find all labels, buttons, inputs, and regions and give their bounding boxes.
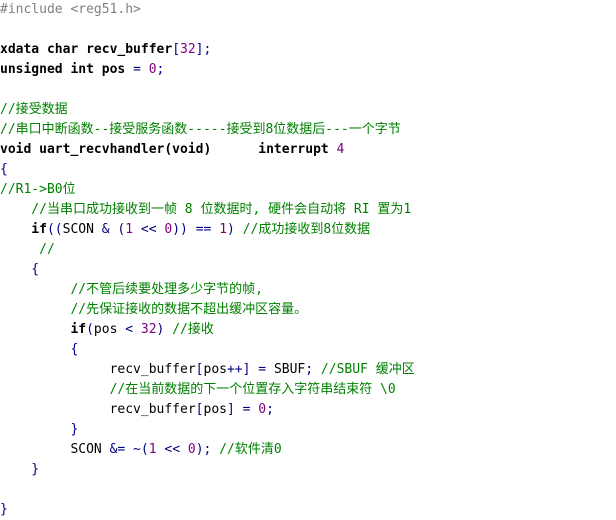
code-token: ; xyxy=(266,402,274,417)
code-token: ) xyxy=(227,222,243,237)
code-token: recv_buffer xyxy=(0,362,196,377)
code-token: //接受数据 xyxy=(0,102,68,117)
code-line: if((SCON & (1 << 0)) == 1) //成功接收到8位数据 xyxy=(0,220,370,240)
code-token: { xyxy=(0,162,8,177)
code-token: 0 xyxy=(148,62,157,77)
code-token: 4 xyxy=(336,142,345,157)
code-token: #include <reg51.h> xyxy=(0,2,141,17)
code-line: //接受数据 xyxy=(0,100,68,120)
code-token: ( xyxy=(86,322,94,337)
code-token: void uart_recvhandler(void) interrupt xyxy=(0,142,337,157)
code-token: //接收 xyxy=(172,322,214,337)
code-line: } xyxy=(0,460,39,480)
code-line: SCON &= ~(1 << 0); //软件清0 xyxy=(0,440,282,460)
code-token: [ xyxy=(195,402,204,417)
code-token: //SBUF 缓冲区 xyxy=(320,362,415,377)
code-token: if xyxy=(0,322,87,337)
code-token: pos xyxy=(203,402,227,417)
code-token: ) xyxy=(156,322,173,337)
code-token: //R1->B0位 xyxy=(0,182,76,197)
code-token: )) == xyxy=(172,222,220,237)
code-token xyxy=(141,62,149,77)
code-line: #include <reg51.h> xyxy=(0,0,141,20)
code-line: } xyxy=(0,500,8,520)
code-token: } xyxy=(0,422,79,437)
code-line: if(pos < 32) //接收 xyxy=(0,320,214,340)
code-token: } xyxy=(0,462,40,477)
code-token: [ xyxy=(195,362,204,377)
code-token: [ xyxy=(172,42,181,57)
code-line: { xyxy=(0,340,78,360)
code-line: //当串口成功接收到一帧 8 位数据时, 硬件会自动将 RI 置为1 xyxy=(0,200,411,220)
code-token: ( xyxy=(117,222,126,237)
code-token: ]; xyxy=(195,42,212,57)
code-token: ); xyxy=(195,442,220,457)
code-token: & xyxy=(101,222,110,237)
code-line: //R1->B0位 xyxy=(0,180,76,200)
code-line: //串口中断函数--接受服务函数-----接受到8位数据后---一个字节 xyxy=(0,120,401,140)
code-token: SCON xyxy=(62,222,102,237)
code-token: << xyxy=(156,442,188,457)
code-token: SCON xyxy=(0,442,110,457)
code-line: recv_buffer[pos] = 0; xyxy=(0,400,274,420)
code-token: 1 xyxy=(219,222,228,237)
code-token: < xyxy=(125,322,134,337)
code-token: //先保证接收的数据不超出缓冲区容量。 xyxy=(0,302,308,317)
code-token xyxy=(133,322,141,337)
code-token: ] = xyxy=(226,402,259,417)
code-token: 32 xyxy=(140,322,157,337)
code-line: //先保证接收的数据不超出缓冲区容量。 xyxy=(0,300,307,320)
code-token: ; xyxy=(156,62,165,77)
code-token: SBUF xyxy=(273,362,306,377)
code-line: unsigned int pos = 0; xyxy=(0,60,164,80)
code-token: //当串口成功接收到一帧 8 位数据时, 硬件会自动将 RI 置为1 xyxy=(0,202,412,217)
code-token: xdata char recv_buffer xyxy=(0,42,173,57)
code-line: { xyxy=(0,160,8,180)
code-line: // xyxy=(0,240,55,260)
code-token: 0 xyxy=(258,402,267,417)
code-token: if xyxy=(0,222,47,237)
code-token: //不管后续要处理多少字节的帧, xyxy=(0,282,263,297)
code-token: recv_buffer xyxy=(0,402,196,417)
code-token: pos xyxy=(93,322,126,337)
code-line: } xyxy=(0,420,78,440)
code-token: 0 xyxy=(187,442,196,457)
code-token: &= ~( xyxy=(109,442,149,457)
code-token: { xyxy=(0,342,79,357)
code-token: ++] = xyxy=(226,362,274,377)
code-token: //在当前数据的下一个位置存入字符串结束符 \0 xyxy=(0,382,396,397)
code-token: 1 xyxy=(125,222,134,237)
code-token: pos xyxy=(203,362,227,377)
code-line: xdata char recv_buffer[32]; xyxy=(0,40,211,60)
code-token: unsigned int pos xyxy=(0,62,134,77)
code-token: //串口中断函数--接受服务函数-----接受到8位数据后---一个字节 xyxy=(0,122,401,137)
code-line: recv_buffer[pos++] = SBUF; //SBUF 缓冲区 xyxy=(0,360,415,380)
code-token: ; xyxy=(305,362,321,377)
code-line: void uart_recvhandler(void) interrupt 4 xyxy=(0,140,344,160)
code-token: } xyxy=(0,502,8,517)
code-line: //在当前数据的下一个位置存入字符串结束符 \0 xyxy=(0,380,396,400)
code-token: 0 xyxy=(164,222,173,237)
code-token: << xyxy=(133,222,165,237)
code-token: //软件清0 xyxy=(219,442,282,457)
code-token: 1 xyxy=(148,442,157,457)
code-token: { xyxy=(0,262,40,277)
code-line: //不管后续要处理多少字节的帧, xyxy=(0,280,263,300)
code-token: 32 xyxy=(180,42,196,57)
code-token: //成功接收到8位数据 xyxy=(242,222,371,237)
code-token: (( xyxy=(46,222,63,237)
code-token: = xyxy=(133,62,141,77)
code-line: { xyxy=(0,260,39,280)
code-token: // xyxy=(0,242,55,257)
